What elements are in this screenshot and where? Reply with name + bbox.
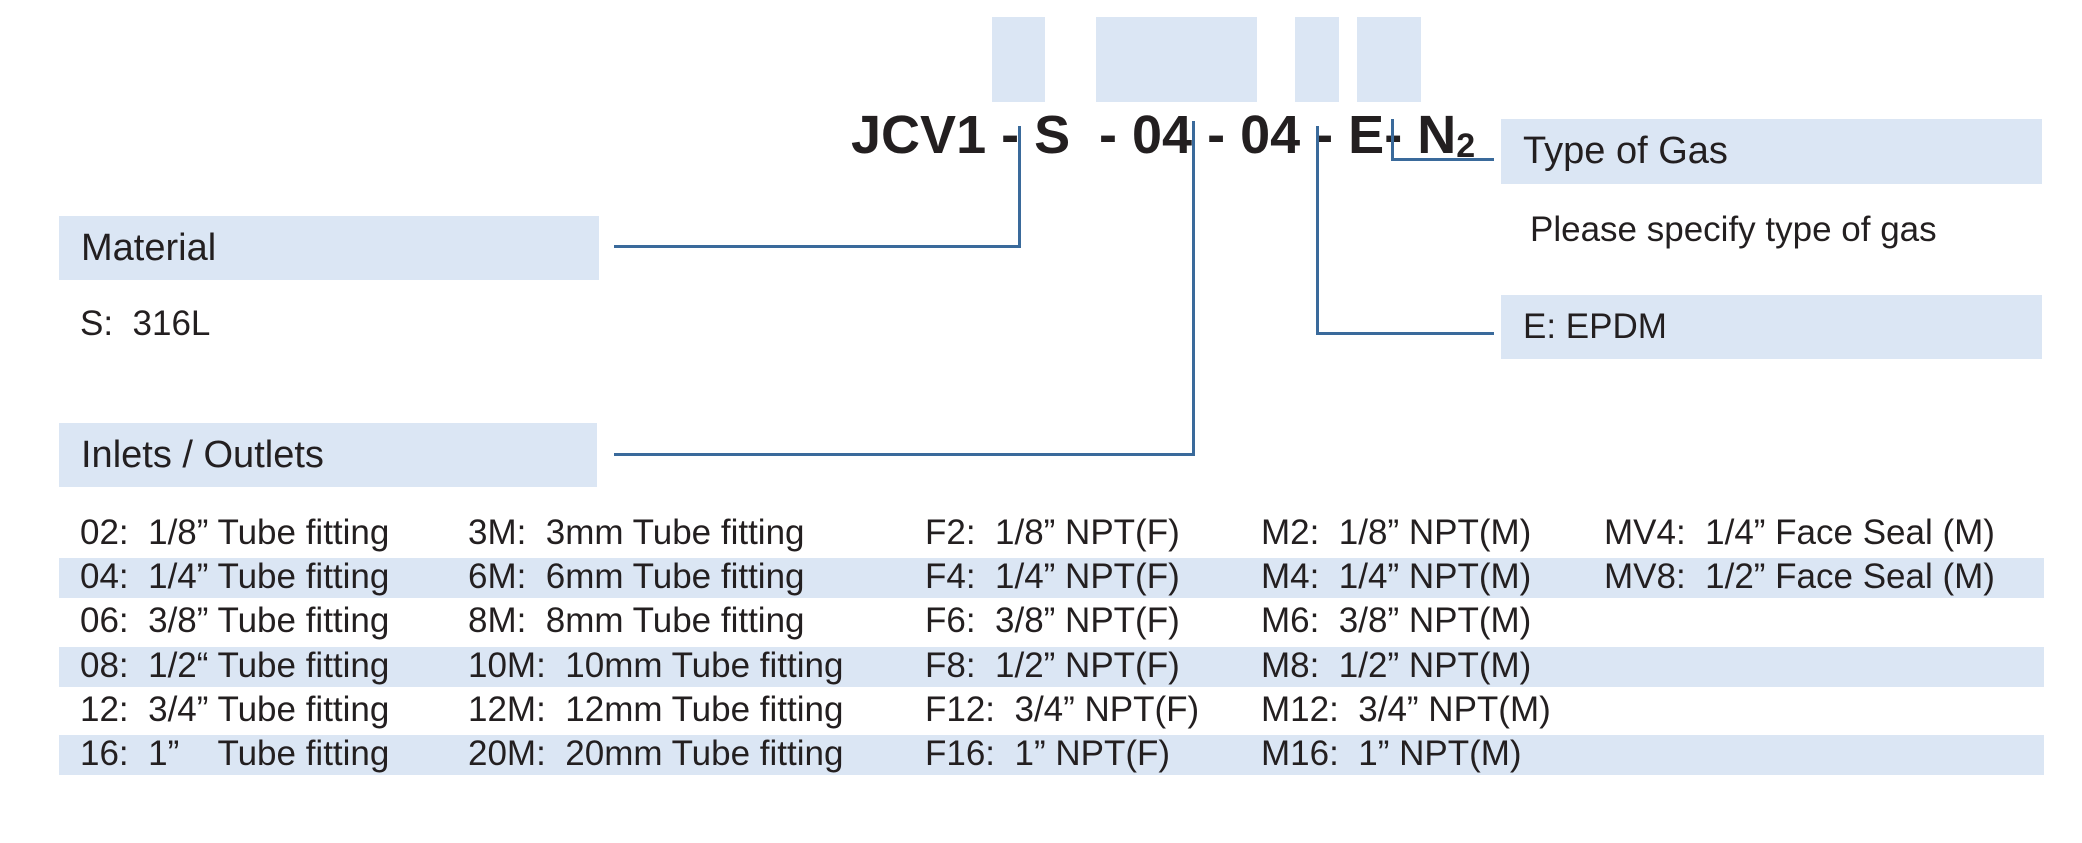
gas-code-subscript: 2 xyxy=(1456,127,1476,165)
part-seal-code: E xyxy=(1348,105,1385,165)
table-cell: M12: 3/4” NPT(M) xyxy=(1261,689,1551,729)
table-row: 08: 1/2“ Tube fitting 10M: 10mm Tube fitt… xyxy=(59,645,2044,687)
table-cell: F16: 1” NPT(F) xyxy=(925,734,1171,773)
table-cell: M8: 1/2” NPT(M) xyxy=(1261,645,1532,685)
table-cell: M16: 1” NPT(M) xyxy=(1261,734,1522,773)
table-cell: M4: 1/4” NPT(M) xyxy=(1261,557,1532,597)
inlets-connector-horizontal xyxy=(614,453,1195,456)
table-row: 02: 1/8” Tube fitting 3M: 3mm Tube fittin… xyxy=(59,513,2044,554)
part-prefix: JCV1 xyxy=(851,105,987,165)
seal-connector-vertical xyxy=(1316,126,1319,335)
gas-connector-horizontal xyxy=(1391,158,1494,161)
table-cell: M6: 3/8” NPT(M) xyxy=(1261,601,1532,641)
inlets-outlets-title: Inlets / Outlets xyxy=(81,434,324,476)
type-of-gas-note: Please specify type of gas xyxy=(1530,210,1937,249)
table-cell: F12: 3/4” NPT(F) xyxy=(925,689,1200,729)
part-separator: - xyxy=(1300,105,1349,165)
table-cell: F6: 3/8” NPT(F) xyxy=(925,601,1180,641)
inlet-outlet-code-highlight xyxy=(1096,17,1257,102)
table-cell: 16: 1” Tube fitting xyxy=(80,734,390,773)
type-of-gas-label-box: Type of Gas xyxy=(1501,119,2042,184)
material-connector-vertical xyxy=(1018,126,1021,248)
part-separator: - xyxy=(986,105,1035,165)
table-cell: 3M: 3mm Tube fitting xyxy=(468,513,805,552)
table-cell: 20M: 20mm Tube fitting xyxy=(468,734,844,773)
table-cell: 12M: 12mm Tube fitting xyxy=(468,689,844,729)
gas-connector-vertical xyxy=(1391,119,1394,161)
table-cell: 06: 3/8” Tube fitting xyxy=(80,601,390,641)
table-cell: 02: 1/8” Tube fitting xyxy=(80,513,390,552)
inlets-outlets-label-box: Inlets / Outlets xyxy=(59,423,597,487)
seal-connector-horizontal xyxy=(1316,332,1494,335)
type-of-gas-title: Type of Gas xyxy=(1523,130,1728,172)
table-row: 04: 1/4” Tube fitting 6M: 6mm Tube fittin… xyxy=(59,557,2044,599)
table-cell: 04: 1/4” Tube fitting xyxy=(80,557,390,597)
material-connector-horizontal xyxy=(614,245,1021,248)
part-inlet-code: 04 xyxy=(1132,105,1193,165)
seal-code-highlight xyxy=(1295,17,1339,102)
table-cell: F8: 1/2” NPT(F) xyxy=(925,645,1180,685)
seal-title: E: EPDM xyxy=(1523,307,1667,346)
table-cell: 6M: 6mm Tube fitting xyxy=(468,557,805,597)
part-separator: - xyxy=(1192,105,1241,165)
part-separator: - xyxy=(1384,105,1418,165)
seal-label-box: E: EPDM xyxy=(1501,295,2042,359)
table-cell: M2: 1/8” NPT(M) xyxy=(1261,513,1532,552)
material-title: Material xyxy=(81,227,217,269)
table-cell: MV4: 1/4” Face Seal (M) xyxy=(1604,513,1995,552)
part-number-tail: - 04 - 04 - E- N2 xyxy=(1054,30,1475,177)
part-separator: - xyxy=(1084,105,1133,165)
table-cell: F4: 1/4” NPT(F) xyxy=(925,557,1180,597)
table-cell: 12: 3/4” Tube fitting xyxy=(80,689,390,729)
inlets-connector-vertical xyxy=(1192,121,1195,456)
material-label-box: Material xyxy=(59,216,599,280)
part-number: JCV1 - S xyxy=(821,30,1070,170)
gas-code-highlight xyxy=(1357,17,1421,102)
part-material-code: S xyxy=(1034,105,1071,165)
material-code-highlight xyxy=(992,17,1045,102)
table-cell: MV8: 1/2” Face Seal (M) xyxy=(1604,557,1995,597)
part-gas-code: N2 xyxy=(1417,105,1475,165)
table-row: 16: 1” Tube fitting 20M: 20mm Tube fittin… xyxy=(59,734,2044,775)
part-outlet-code: 04 xyxy=(1240,105,1301,165)
table-row: 12: 3/4” Tube fitting 12M: 12mm Tube fitt… xyxy=(59,689,2044,731)
gas-code-main: N xyxy=(1417,105,1457,165)
table-cell: 08: 1/2“ Tube fitting xyxy=(80,645,390,685)
table-row: 06: 3/8” Tube fitting 8M: 8mm Tube fittin… xyxy=(59,601,2044,642)
material-option: S: 316L xyxy=(80,304,211,343)
table-cell: F2: 1/8” NPT(F) xyxy=(925,513,1180,552)
table-cell: 8M: 8mm Tube fitting xyxy=(468,601,805,641)
table-cell: 10M: 10mm Tube fitting xyxy=(468,645,844,685)
